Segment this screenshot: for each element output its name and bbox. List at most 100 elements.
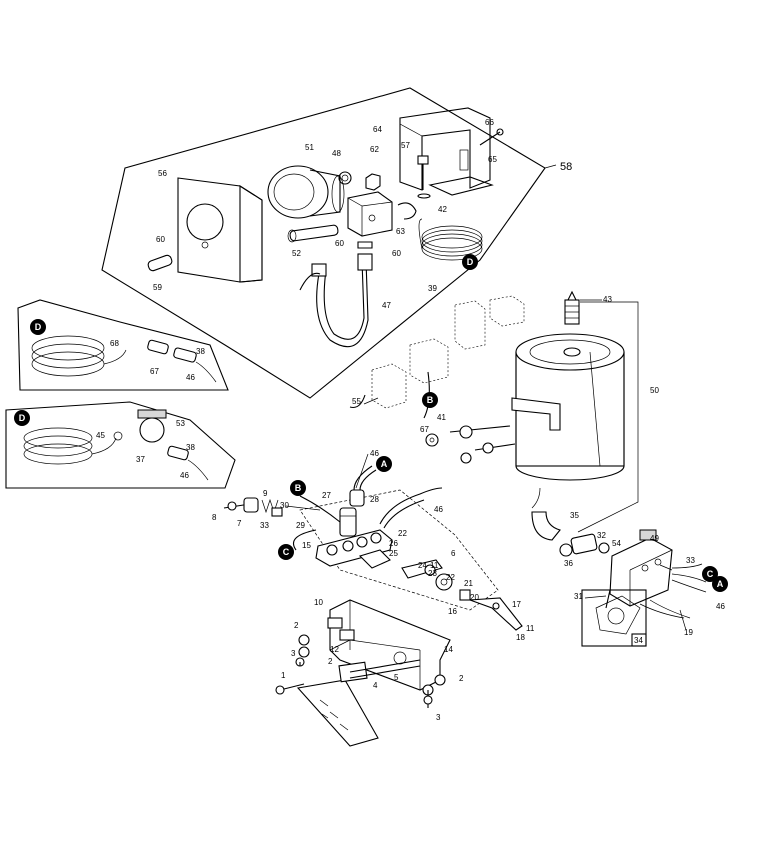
- callout-17: 17: [512, 600, 521, 609]
- screw-66: [479, 128, 504, 146]
- group-58-outline: [101, 87, 557, 399]
- connector-c-right: C: [702, 566, 718, 582]
- callout-42: 42: [438, 205, 447, 214]
- callout-20: 20: [470, 593, 479, 602]
- callout-58: 58: [560, 161, 572, 173]
- connector-b-center: B: [422, 392, 438, 408]
- callout-23: 23: [428, 569, 437, 578]
- callout-19: 19: [684, 628, 693, 637]
- connector-a-manifold: A: [376, 456, 392, 472]
- callout-9: 9: [263, 489, 268, 498]
- callout-29: 29: [296, 521, 305, 530]
- callout-51: 51: [305, 143, 314, 152]
- connector-a-right: A: [712, 576, 728, 592]
- cylinder-52: [287, 224, 339, 243]
- callout-38a: 38: [196, 347, 205, 356]
- callout-64: 64: [373, 125, 382, 134]
- callout-62: 62: [370, 145, 379, 154]
- bracket-56: [177, 177, 263, 283]
- svg-text:D: D: [467, 257, 474, 267]
- callout-59: 59: [153, 283, 162, 292]
- bracket-64: [399, 107, 494, 196]
- callout-30: 30: [280, 501, 289, 510]
- connector-d-lower-left: D: [14, 410, 30, 426]
- callout-35: 35: [570, 511, 579, 520]
- callout-32: 32: [597, 531, 606, 540]
- svg-text:B: B: [427, 395, 434, 405]
- callout-24: 24: [418, 561, 427, 570]
- callout-38b: 38: [186, 443, 195, 452]
- valve-43: [564, 290, 580, 325]
- fitting-32: [559, 533, 610, 557]
- callout-6: 6: [451, 549, 456, 558]
- callout-50: 50: [650, 386, 659, 395]
- svg-text:D: D: [35, 322, 42, 332]
- valve-parts-20-24: [401, 559, 523, 631]
- callout-2b: 2: [328, 657, 333, 666]
- group-d-upper-outline: [17, 299, 229, 391]
- callout-67a: 67: [150, 367, 159, 376]
- connector-d-top: D: [462, 254, 478, 270]
- callout-22b: 22: [446, 573, 455, 582]
- callout-10: 10: [314, 598, 323, 607]
- callout-41: 41: [437, 413, 446, 422]
- gauge-51: [267, 165, 345, 219]
- callout-26: 26: [389, 539, 398, 548]
- callout-25: 25: [389, 549, 398, 558]
- callout-16: 16: [448, 607, 457, 616]
- air-tank-50: [511, 333, 625, 481]
- callout-46b: 46: [180, 471, 189, 480]
- svg-text:B: B: [295, 483, 302, 493]
- callout-2c: 2: [459, 674, 464, 683]
- bracket-line-50: [577, 301, 639, 533]
- callout-27: 27: [322, 491, 331, 500]
- callout-37: 37: [136, 455, 145, 464]
- callout-46c: 46: [370, 449, 379, 458]
- callout-56: 56: [158, 169, 167, 178]
- gasket-34-inset: [581, 589, 647, 647]
- coil-tube-39: [418, 218, 483, 261]
- fitting-59: [147, 254, 173, 272]
- connector-d-upper-left: D: [30, 319, 46, 335]
- callout-18: 18: [516, 633, 525, 642]
- callout-3b: 3: [436, 713, 441, 722]
- callout-45: 45: [96, 431, 105, 440]
- callout-5: 5: [394, 673, 399, 682]
- callout-22a: 22: [398, 529, 407, 538]
- callout-7: 7: [237, 519, 242, 528]
- callout-28: 28: [370, 495, 379, 504]
- callout-2a: 2: [294, 621, 299, 630]
- callout-60a: 60: [156, 235, 165, 244]
- callout-34: 34: [634, 636, 643, 645]
- callout-46d: 46: [434, 505, 443, 514]
- svg-text:D: D: [19, 413, 26, 423]
- callout-67b: 67: [420, 425, 429, 434]
- callout-33b: 33: [686, 556, 695, 565]
- callout-65: 65: [488, 155, 497, 164]
- bolt-2-3-right: [422, 674, 446, 708]
- screw-57: [417, 155, 431, 199]
- callout-12: 12: [330, 645, 339, 654]
- callout-21: 21: [464, 579, 473, 588]
- callout-66: 66: [485, 118, 494, 127]
- callout-11b: 11: [526, 624, 535, 633]
- callout-52: 52: [292, 249, 301, 258]
- valve-49: [605, 529, 707, 619]
- leader-lines: [285, 299, 687, 631]
- callout-8: 8: [212, 513, 217, 522]
- svg-text:C: C: [283, 547, 290, 557]
- callout-46e: 46: [716, 602, 725, 611]
- manifold-assembly: [292, 465, 499, 611]
- callout-14: 14: [444, 645, 453, 654]
- callout-labels: 58 56 51 48 62 64 66 65 57 42 63 60 60 6…: [96, 118, 725, 722]
- callout-39: 39: [428, 284, 437, 293]
- bolt-2-3-left: [275, 634, 310, 695]
- callout-49: 49: [650, 534, 659, 543]
- connector-c-manifold: C: [278, 544, 294, 560]
- callout-47: 47: [382, 301, 391, 310]
- callout-55: 55: [352, 397, 361, 406]
- callout-1: 1: [281, 671, 286, 680]
- callout-46a: 46: [186, 373, 195, 382]
- callout-60b: 60: [335, 239, 344, 248]
